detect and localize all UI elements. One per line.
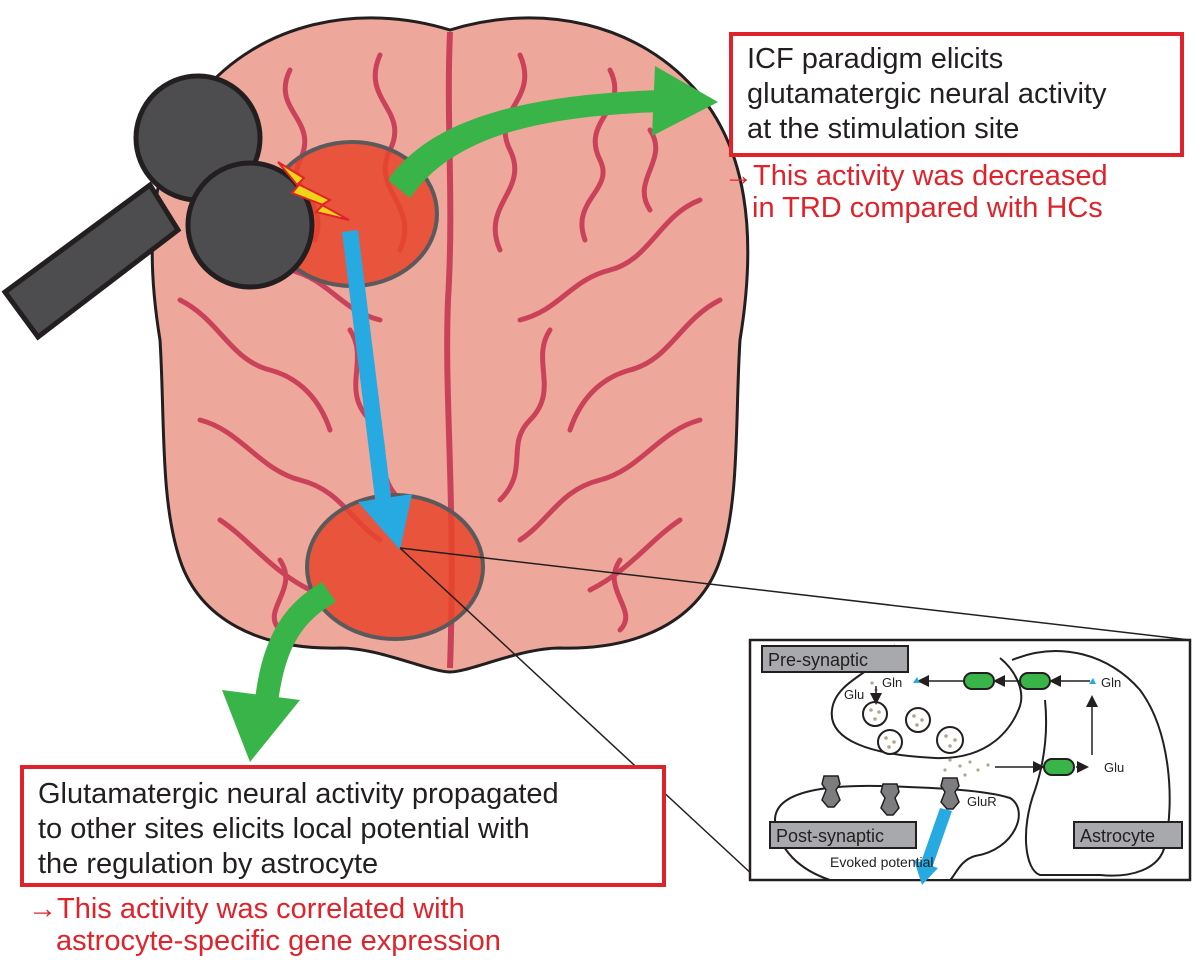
synapse-inset: Pre-synaptic Post-synaptic Astrocyte Gln… [748, 638, 1192, 885]
callout-bottom-line-3: the regulation by astrocyte [38, 848, 379, 880]
astrocyte-label: Astrocyte [1080, 826, 1155, 846]
pre-synaptic-label-box [761, 645, 909, 673]
propagation-arrow [342, 230, 412, 550]
callout-bottom-line-2: to other sites elicits local potential w… [38, 813, 530, 845]
note-propagation: →This activity was correlated with astro… [28, 893, 501, 957]
green-arrow-bottom [222, 582, 336, 762]
gln-marker-icon-right [1089, 678, 1096, 684]
flow-arrows [870, 675, 1098, 773]
tms-coil-icon [1, 73, 315, 341]
glur-label: GluR [967, 794, 997, 809]
callout-box-propagation: Glutamatergic neural activity propagated… [20, 765, 666, 887]
note-bottom-line-1: →This activity was correlated with [28, 893, 465, 925]
pre-synaptic-label: Pre-synaptic [768, 650, 868, 670]
post-synaptic-label-box [769, 821, 917, 849]
zoom-line-upper [399, 547, 1191, 641]
gln-left-label: Gln [882, 675, 902, 690]
glu-right-label: Glu [1104, 760, 1124, 775]
callout-top-line-3: at the stimulation site [747, 113, 1020, 145]
note-stimulation-site: →This activity was decreased in TRD comp… [724, 160, 1108, 224]
lightning-bolt-icon [277, 161, 350, 221]
activation-region-propagated-site [305, 493, 485, 641]
note-top-line-2: in TRD compared with HCs [752, 192, 1103, 224]
evoked-potential-label: Evoked potential [830, 854, 934, 870]
transporters [963, 672, 1075, 776]
note-top-line-1: →This activity was decreased [724, 160, 1108, 192]
astrocyte-process [1011, 650, 1171, 877]
zoom-line-lower [399, 547, 756, 878]
green-arrow-top [388, 66, 718, 198]
astrocyte-label-box [1073, 821, 1183, 849]
callout-bottom-line-1: Glutamatergic neural activity propagated [38, 778, 559, 810]
post-synaptic-label: Post-synaptic [776, 826, 884, 846]
note-bottom-line-2: astrocyte-specific gene expression [56, 925, 501, 957]
gln-marker-icon [913, 677, 920, 683]
gln-right-label: Gln [1101, 675, 1121, 690]
glutamate-receptors [821, 775, 960, 816]
callout-top-line-2: glutamatergic neural activity [747, 78, 1107, 110]
callout-top-line-1: ICF paradigm elicits [747, 43, 1004, 75]
glu-vesicle-label: Glu [844, 687, 864, 702]
evoked-potential-arrow [914, 808, 952, 885]
callout-box-stimulation-site: ICF paradigm elicits glutamatergic neura… [729, 32, 1184, 157]
